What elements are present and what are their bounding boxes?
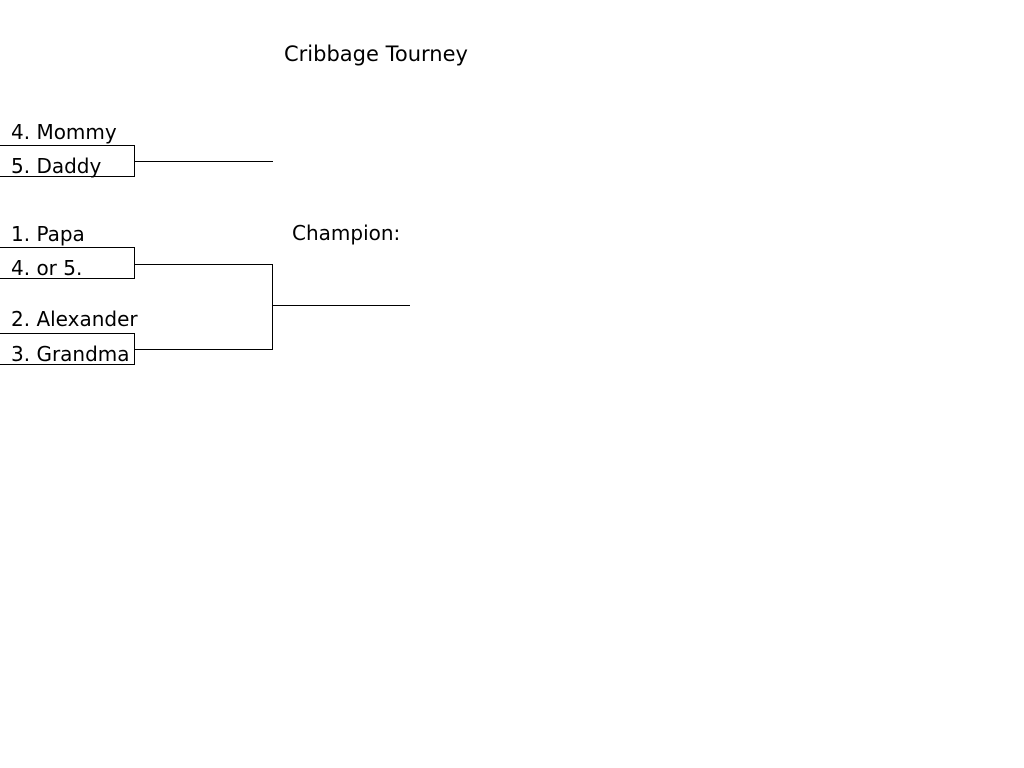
- bracket-title: Cribbage Tourney: [284, 42, 468, 66]
- match-1-bottom-player: 5. Daddy: [11, 154, 102, 178]
- match-3-slot-box: [0, 333, 135, 365]
- match-3-top-player: 2. Alexander: [11, 307, 138, 331]
- match-1-advance-line: [135, 161, 273, 162]
- match-2-top-player: 1. Papa: [11, 222, 85, 246]
- match-1-slot-box: [0, 145, 135, 177]
- final-bracket-connector: [272, 264, 273, 350]
- champion-line: [272, 305, 410, 306]
- match-1-top-player: 4. Mommy: [11, 120, 117, 144]
- match-3-advance-line: [135, 349, 273, 350]
- match-2-slot-box: [0, 247, 135, 279]
- champion-label: Champion:: [292, 221, 401, 245]
- match-3-bottom-player: 3. Grandma: [11, 342, 130, 366]
- match-2-advance-line: [135, 264, 273, 265]
- match-2-bottom-player: 4. or 5.: [11, 256, 83, 280]
